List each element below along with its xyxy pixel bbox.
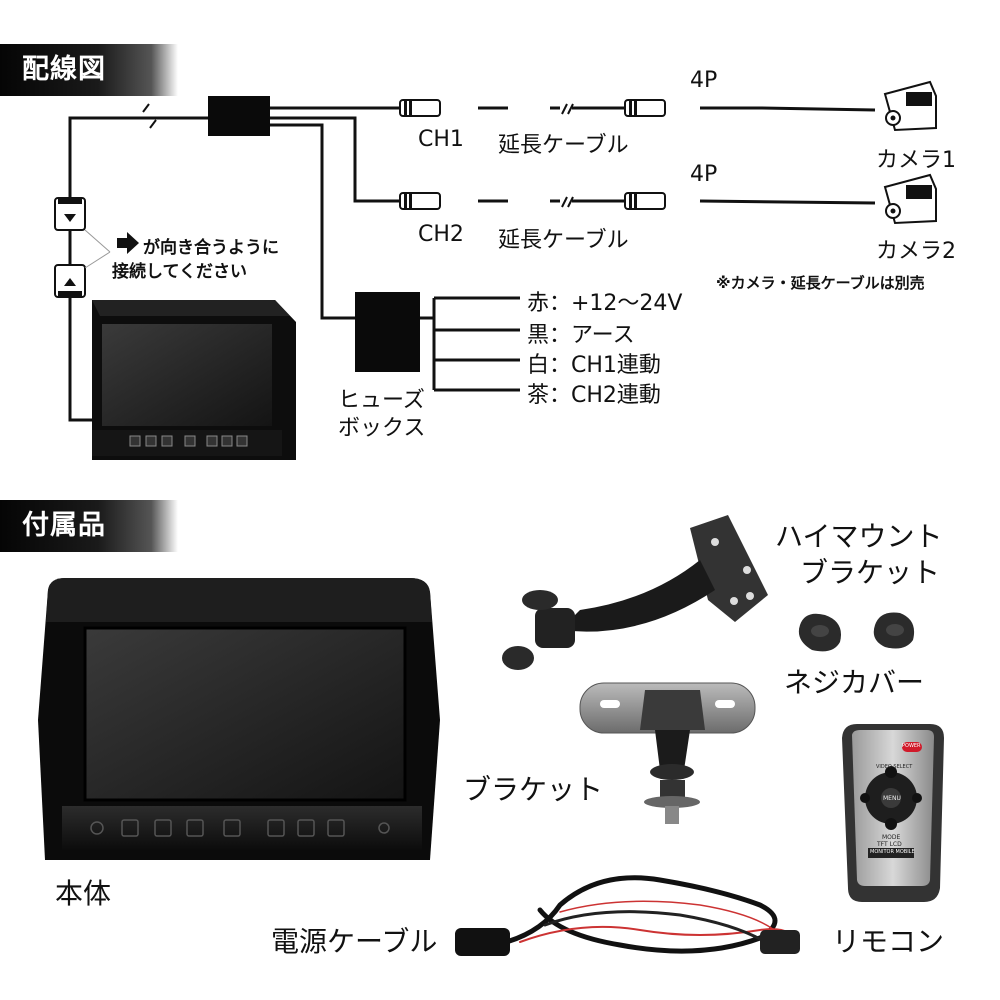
main-unit-label: 本体 [55,877,112,910]
small-monitor [92,300,296,460]
wiring-lines [68,106,876,422]
high-mount-bracket-image [502,515,768,670]
extension-cable-label-1: 延長ケーブル [498,133,629,158]
wire-white-label: 白：CH1連動 [527,353,661,378]
fuse-box-label-line2: ボックス [338,416,426,441]
camera1-label: カメラ1 [876,148,956,173]
wire-black-label: 黒：アース [527,323,635,348]
bracket-image [579,682,756,824]
ch2-label: CH2 [418,222,464,247]
four-pin-label-1: 4P [690,68,718,93]
connect-note-line2: 接続してください [112,262,247,282]
fuse-box [355,292,420,372]
camera2-icon [883,173,937,225]
section-header-accessories: 付属品 [0,500,178,552]
remote-image [842,724,944,902]
high-mount-label-line1: ハイマウント [775,520,943,553]
splitter-box [208,96,270,136]
high-mount-label-line2: ブラケット [800,556,941,589]
break-marks [142,100,574,209]
section-header-wiring: 配線図 [0,44,178,96]
screw-cover-image [798,612,915,652]
camera1-icon [883,80,937,132]
sold-separately-note: ※カメラ・延長ケーブルは別売 [716,274,925,292]
remote-mode-text: MODE [882,834,901,841]
extension-cable-label-2: 延長ケーブル [498,228,629,253]
remote-video-text: VIDEO SELECT [876,764,913,770]
four-pin-label-2: 4P [690,162,718,187]
bracket-label: ブラケット [463,773,604,806]
wire-brown-label: 茶：CH2連動 [527,383,661,408]
remote-power-text: POWER [902,743,921,749]
power-cable-label: 電源ケーブル [271,925,438,958]
arrow-right-icon [117,232,139,254]
remote-tft-text: TFT LCD [877,841,902,848]
remote-menu-text: MENU [883,795,901,802]
monitor-connectors [54,197,111,298]
ch1-label: CH1 [418,127,464,152]
main-monitor-image [38,578,440,860]
fuse-box-label-line1: ヒューズ [338,388,425,413]
connect-note-line1: が向き合うように [143,238,279,258]
remote-brand-text: MONITOR MOBILE [870,849,915,855]
camera2-label: カメラ2 [876,239,956,264]
wire-red-label: 赤：+12～24V [527,291,683,316]
screw-cover-label: ネジカバー [784,666,925,699]
power-cable-image [455,875,800,956]
remote-label: リモコン [832,925,945,958]
